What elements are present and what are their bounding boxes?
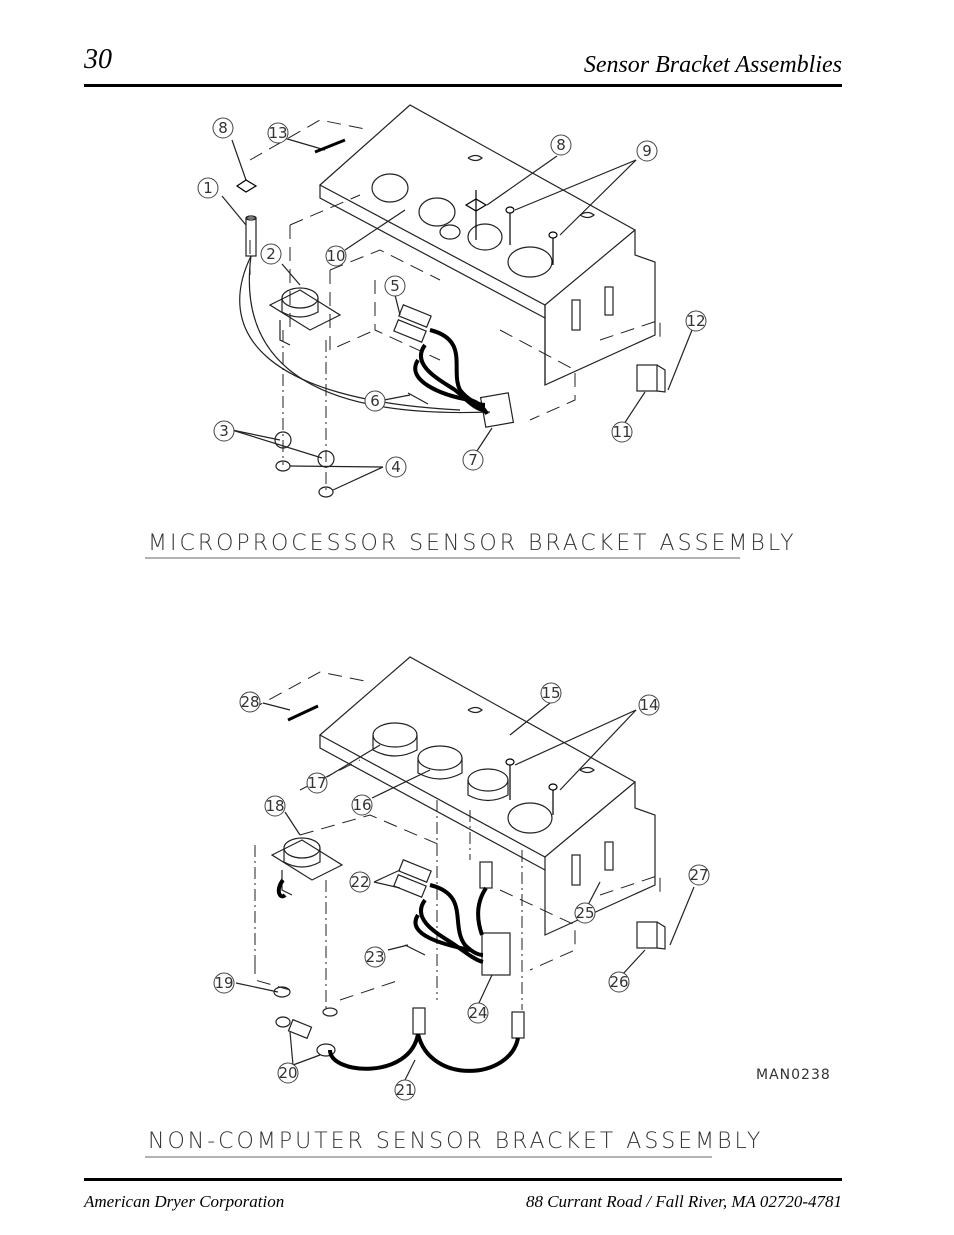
callout-label: 23: [365, 948, 384, 966]
callout-label: 7: [468, 451, 478, 469]
callout-label: 14: [639, 696, 658, 714]
callout-label: 15: [541, 684, 560, 702]
callout-label: 4: [391, 458, 401, 476]
callout-label: 22: [350, 873, 369, 891]
callout-label: 17: [307, 774, 326, 792]
diagram-caption: NON-COMPUTER SENSOR BRACKET ASSEMBLY: [148, 1129, 763, 1154]
callout-label: 27: [689, 866, 708, 884]
section-title: Sensor Bracket Assemblies: [583, 52, 842, 78]
callout-label: 28: [240, 693, 259, 711]
footer-address: 88 Currant Road / Fall River, MA 02720-4…: [525, 1192, 842, 1211]
callout-label: 6: [370, 392, 380, 410]
diagram-caption: MICROPROCESSOR SENSOR BRACKET ASSEMBLY: [148, 531, 797, 556]
callout-label: 9: [642, 142, 652, 160]
callout-label: 16: [352, 796, 371, 814]
footer-company: American Dryer Corporation: [84, 1192, 285, 1211]
callout-label: 3: [219, 422, 229, 440]
callout-label: 13: [268, 124, 287, 142]
callout-label: 10: [326, 247, 345, 265]
callout-label: 2: [266, 245, 276, 263]
callout-label: 21: [395, 1081, 414, 1099]
callout-label: 18: [265, 797, 284, 815]
non-computer-sensor-bracket-diagram: 15 14 28 17 16 18 22 27 25 23 19 26 24 2…: [145, 656, 831, 1158]
page-number: 30: [84, 44, 112, 75]
microprocessor-sensor-bracket-diagram: 8 13 1 8 9 2 10 5 12 6 3 4 7 11 MICROPRO…: [145, 104, 797, 559]
callout-label: 11: [612, 423, 631, 441]
footer-rule: [84, 1178, 842, 1181]
callout-label: 19: [214, 974, 233, 992]
callout-label: 24: [468, 1004, 487, 1022]
callout-label: 8: [218, 119, 228, 137]
callout-label: 12: [686, 312, 705, 330]
callout-label: 20: [278, 1064, 297, 1082]
callout-label: 26: [609, 973, 628, 991]
callout-label: 8: [556, 136, 566, 154]
header-rule: [84, 84, 842, 87]
drawing-code: MAN0238: [756, 1067, 831, 1083]
callout-label: 5: [390, 277, 400, 295]
callout-label: 1: [203, 179, 213, 197]
callout-label: 25: [575, 904, 594, 922]
